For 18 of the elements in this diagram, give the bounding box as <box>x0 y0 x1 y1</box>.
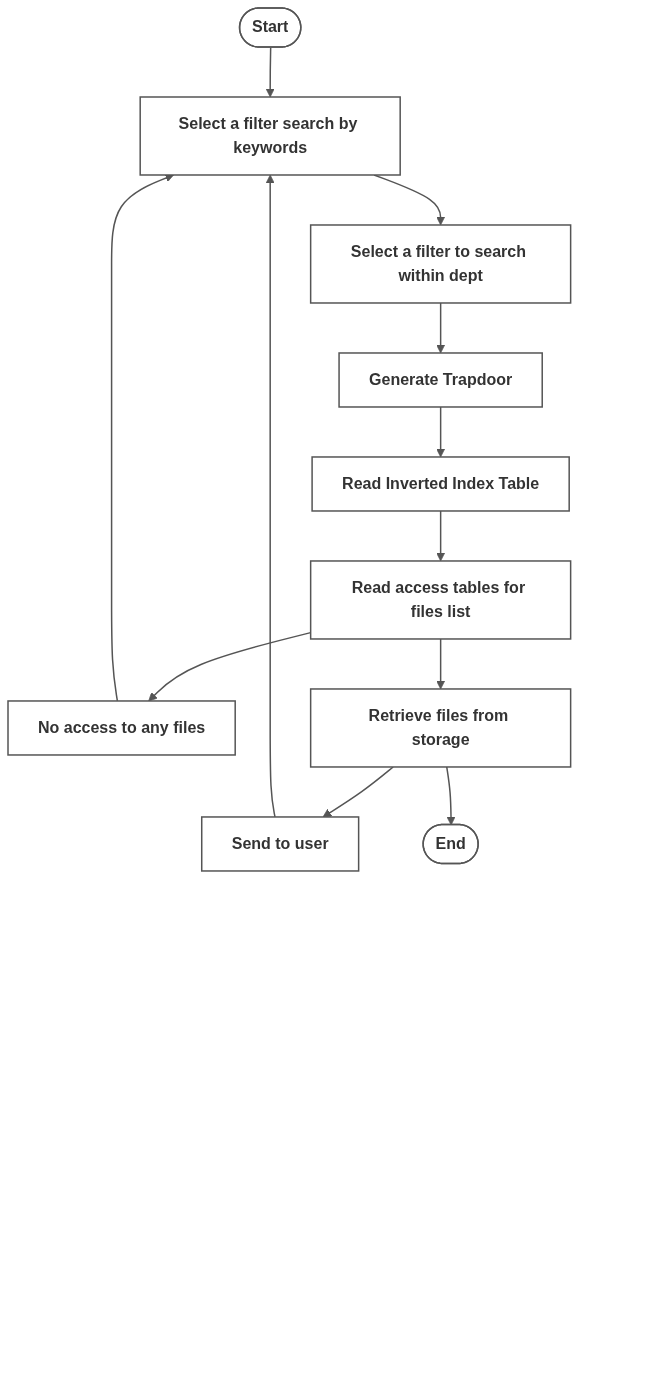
node-box: Read Inverted Index Table <box>311 456 570 512</box>
arrow <box>322 766 394 818</box>
arrow <box>436 510 446 562</box>
node-box: Read access tables for files list <box>309 560 572 640</box>
arrow <box>110 173 174 702</box>
arrow <box>446 766 456 826</box>
node-box: Retrieve files from storage <box>309 688 572 768</box>
node-box: Generate Trapdoor <box>338 352 543 408</box>
arrow <box>265 174 276 818</box>
node-box: Select a filter search by keywords <box>139 96 401 176</box>
arrow <box>436 638 446 690</box>
arrow <box>373 174 446 226</box>
arrow <box>265 46 275 98</box>
node-box: No access to any files <box>7 700 236 756</box>
node-box: Send to user <box>201 816 360 872</box>
arrow <box>436 302 446 354</box>
node-box: Select a filter to search within dept <box>309 224 572 304</box>
arrow <box>436 406 446 458</box>
